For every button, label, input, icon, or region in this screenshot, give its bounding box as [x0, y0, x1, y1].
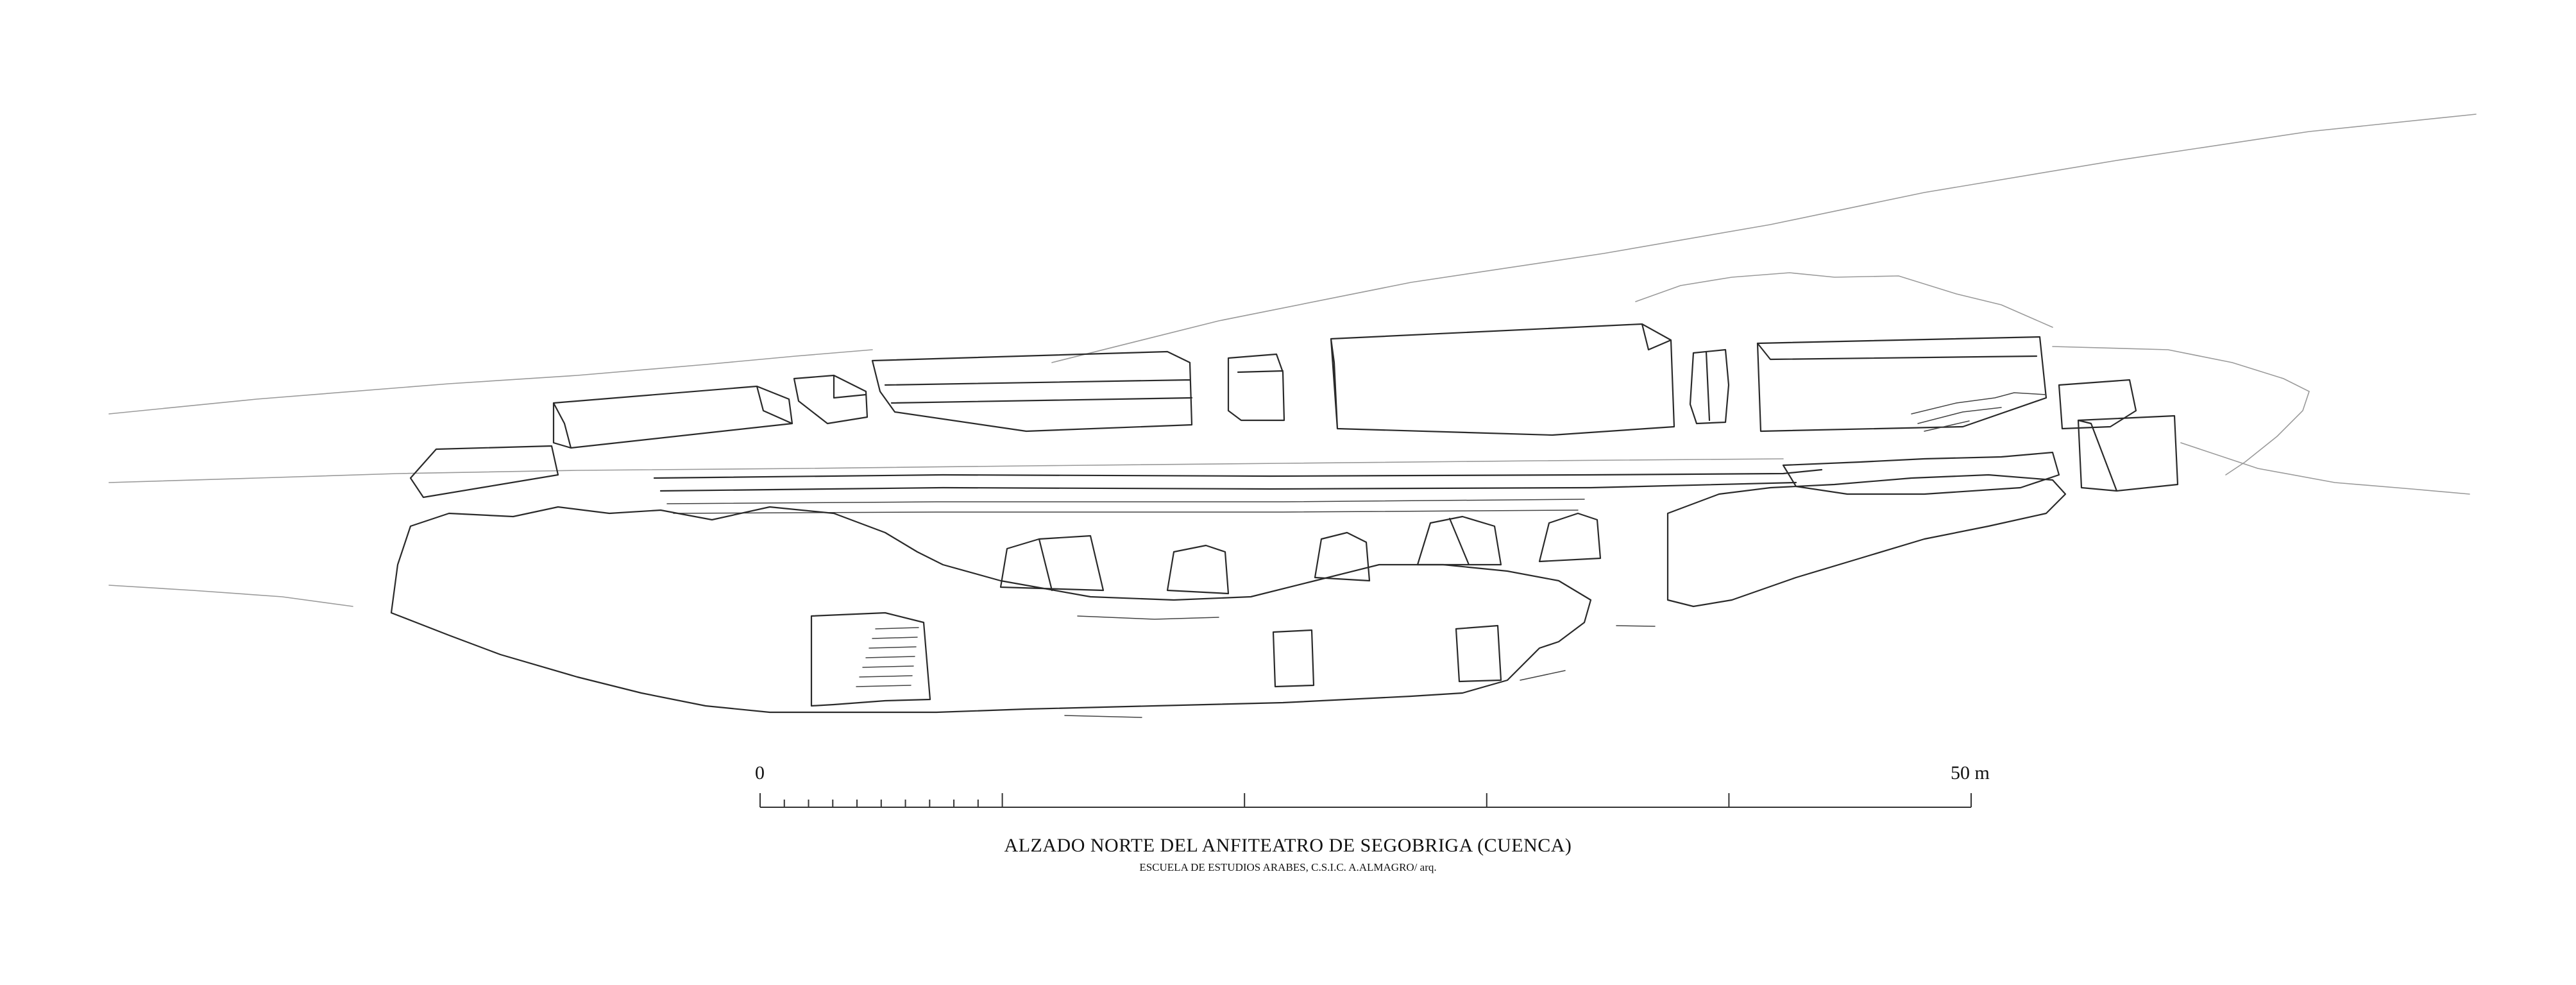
scale-bar	[759, 793, 1972, 808]
right-pillar	[1455, 624, 1502, 683]
vomitorium-2	[1166, 544, 1230, 595]
seating-band-4	[673, 510, 1579, 514]
drawing-credit: ESCUELA DE ESTUDIOS ARABES, C.S.I.C. A.A…	[1139, 861, 1437, 873]
staircase-steps	[856, 627, 919, 687]
central-pillar	[1272, 629, 1315, 688]
terrain-lines	[108, 114, 2477, 607]
vomitorium-4	[1416, 515, 1502, 566]
lower-podium-walls	[390, 474, 2067, 718]
terrain-upper-left	[108, 349, 873, 415]
block-upper-6	[1689, 348, 1730, 425]
lower-detail-lines	[1064, 615, 1656, 718]
staircase-block	[810, 612, 931, 707]
block-upper-5	[1330, 323, 1675, 436]
block-upper-7	[1756, 336, 2047, 433]
terrain-skyline	[1051, 114, 2477, 363]
terrain-lower-left	[108, 585, 353, 607]
ledge-left	[409, 445, 559, 499]
block-upper-1	[552, 385, 793, 449]
terrain-middle-left	[108, 458, 1784, 483]
seating-band-1	[653, 468, 1823, 479]
ledge-right	[1782, 451, 2060, 495]
block-upper-4	[1227, 353, 1285, 422]
upper-cavea-blocks	[552, 323, 2179, 492]
block-upper-3	[871, 350, 1193, 433]
terrain-right-tail	[2180, 442, 2470, 495]
middle-seating-tiers	[409, 445, 2060, 595]
block-upper-9	[2077, 415, 2179, 492]
block-upper-8	[2058, 379, 2137, 430]
stairs-upper-right	[1911, 392, 2047, 432]
vomitorium-1	[999, 535, 1105, 592]
vomitorium-3	[1314, 531, 1371, 582]
podium-outline	[390, 506, 1592, 714]
drawing-title: ALZADO NORTE DEL ANFITEATRO DE SEGOBRIGA…	[1004, 835, 1572, 856]
right-outer-wall	[1666, 474, 2067, 608]
seating-band-2	[659, 481, 1797, 492]
scale-bar-start-label: 0	[755, 762, 765, 784]
seating-band-3	[666, 499, 1585, 504]
terrain-right-profile	[2052, 346, 2310, 475]
block-upper-2	[793, 374, 869, 425]
vomitorium-5	[1538, 512, 1602, 563]
terrain-crest	[1635, 272, 2053, 328]
scale-bar-end-label: 50 m	[1951, 762, 1990, 784]
